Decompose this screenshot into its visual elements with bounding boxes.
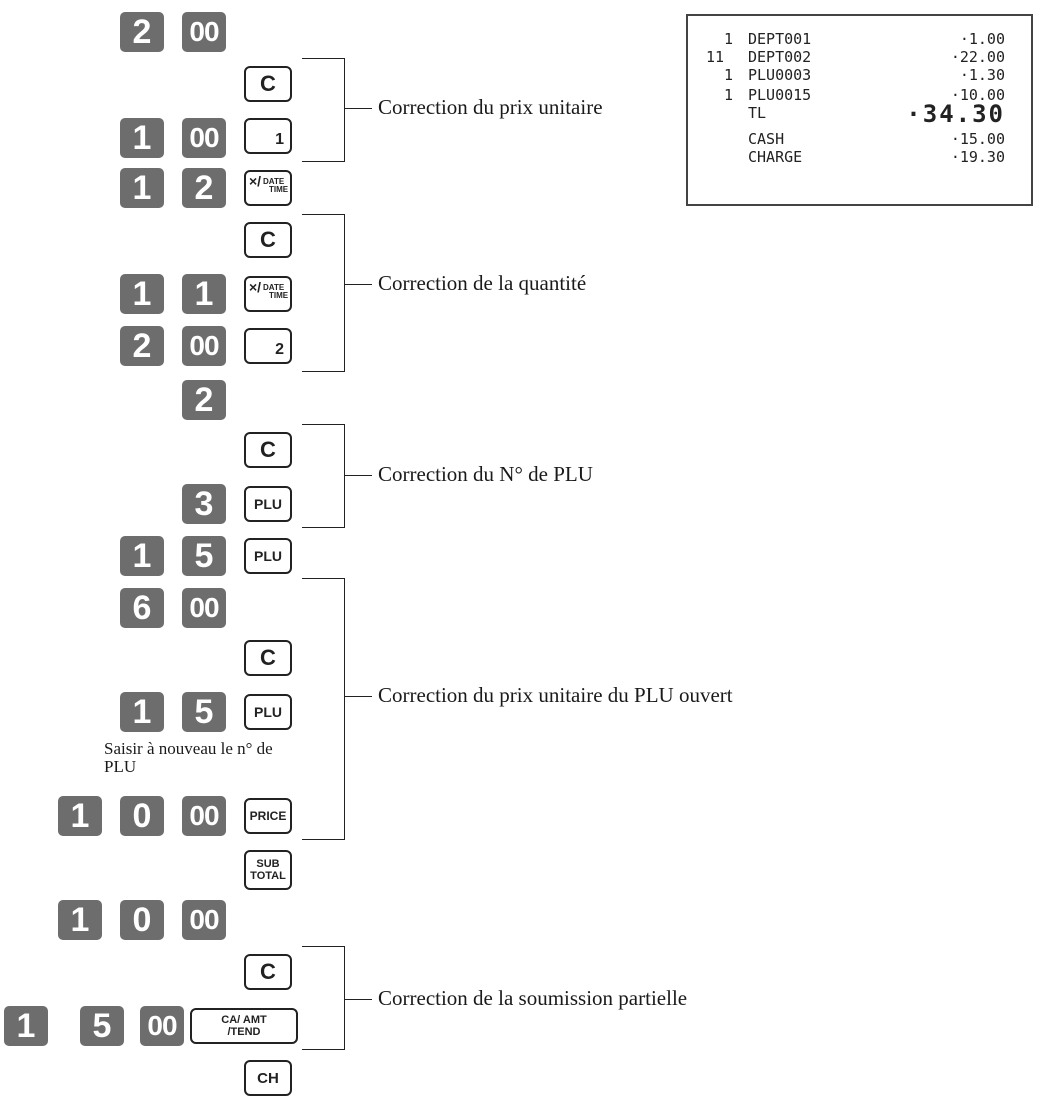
subtotal-key: SUB TOTAL — [244, 850, 292, 890]
receipt-item-amount: ·1.30 — [959, 66, 1005, 84]
receipt-item-amount: ·10.00 — [950, 86, 1005, 104]
key-5: 5 — [80, 1006, 124, 1046]
receipt-item-amount: ·1.00 — [959, 30, 1005, 48]
key-1: 1 — [120, 118, 164, 158]
key-00: 00 — [140, 1006, 184, 1046]
multiply-symbol: ×/ — [249, 173, 262, 189]
key-2: 2 — [182, 168, 226, 208]
price-key: PRICE — [244, 798, 292, 834]
label-unit-price-correction: Correction du prix unitaire — [378, 95, 603, 119]
bracket-partial-tender — [302, 946, 345, 1050]
key-1: 1 — [182, 274, 226, 314]
bracket-open-plu-price — [302, 578, 345, 840]
key-3: 3 — [182, 484, 226, 524]
key-00: 00 — [182, 12, 226, 52]
note-reenter-plu: Saisir à nouveau le n° de PLU — [104, 739, 273, 776]
label-plu-number-correction: Correction du N° de PLU — [378, 462, 593, 486]
receipt-item-name: DEPT002 — [748, 48, 812, 66]
clear-key: C — [244, 640, 292, 676]
key-00: 00 — [182, 796, 226, 836]
receipt-cash-label: CASH — [748, 130, 785, 148]
receipt-item-name: DEPT001 — [748, 30, 812, 48]
clear-key: C — [244, 954, 292, 990]
date-label: DATE — [263, 283, 285, 292]
clear-key: C — [244, 222, 292, 258]
multiply-date-time-key: ×/ DATE TIME — [244, 170, 292, 206]
key-6: 6 — [120, 588, 164, 628]
tick-partial-tender — [344, 999, 372, 1000]
clear-key: C — [244, 432, 292, 468]
ca-label-bottom: /TEND — [227, 1026, 261, 1038]
tick-quantity — [344, 284, 372, 285]
key-1: 1 — [120, 274, 164, 314]
charge-key: CH — [244, 1060, 292, 1096]
key-1: 1 — [58, 900, 102, 940]
receipt-qty: 1 — [724, 30, 734, 48]
receipt-item-name: PLU0003 — [748, 66, 812, 84]
receipt-total-amount: ·34.30 — [906, 100, 1005, 128]
key-0: 0 — [120, 796, 164, 836]
multiply-date-time-key: ×/ DATE TIME — [244, 276, 292, 312]
receipt-item-name: PLU0015 — [748, 86, 812, 104]
key-1: 1 — [120, 536, 164, 576]
key-5: 5 — [182, 536, 226, 576]
bracket-quantity — [302, 214, 345, 372]
key-00: 00 — [182, 326, 226, 366]
subtotal-label-top: SUB — [256, 858, 280, 870]
receipt-charge-amount: ·19.30 — [950, 148, 1005, 166]
key-1: 1 — [4, 1006, 48, 1046]
department-key-2: 2 — [244, 328, 292, 364]
key-5: 5 — [182, 692, 226, 732]
bracket-plu-number — [302, 424, 345, 528]
key-2: 2 — [120, 326, 164, 366]
receipt-qty: 1 — [724, 66, 734, 84]
multiply-symbol: ×/ — [249, 279, 262, 295]
cash-amount-tendered-key: CA/ AMT /TEND — [190, 1008, 298, 1044]
time-label: TIME — [269, 291, 289, 300]
key-1: 1 — [120, 692, 164, 732]
receipt-printout: 1 DEPT001 ·1.00 11 DEPT002 ·22.00 1 PLU0… — [686, 14, 1033, 206]
receipt-charge-label: CHARGE — [748, 148, 803, 166]
key-00: 00 — [182, 588, 226, 628]
label-quantity-correction: Correction de la quantité — [378, 271, 587, 295]
tick-unit-price — [344, 108, 372, 109]
key-1: 1 — [58, 796, 102, 836]
receipt-qty: 11 — [706, 48, 725, 66]
key-2: 2 — [182, 380, 226, 420]
time-label: TIME — [269, 185, 289, 194]
key-00: 00 — [182, 118, 226, 158]
label-partial-tender-correction: Correction de la soumission partielle — [378, 986, 688, 1010]
subtotal-label-bottom: TOTAL — [250, 870, 286, 882]
label-open-plu-price-correction: Correction du prix unitaire du PLU ouver… — [378, 683, 733, 707]
key-00: 00 — [182, 900, 226, 940]
key-1: 1 — [120, 168, 164, 208]
department-key-1: 1 — [244, 118, 292, 154]
receipt-item-amount: ·22.00 — [950, 48, 1005, 66]
key-2: 2 — [120, 12, 164, 52]
tick-open-plu-price — [344, 696, 372, 697]
date-label: DATE — [263, 177, 285, 186]
clear-key: C — [244, 66, 292, 102]
key-0: 0 — [120, 900, 164, 940]
plu-key: PLU — [244, 694, 292, 730]
tick-plu-number — [344, 475, 372, 476]
plu-key: PLU — [244, 486, 292, 522]
ca-label-top: CA/ AMT — [221, 1014, 267, 1026]
receipt-qty: 1 — [724, 86, 734, 104]
receipt-total-label: TL — [748, 104, 767, 122]
receipt-cash-amount: ·15.00 — [950, 130, 1005, 148]
bracket-unit-price — [302, 58, 345, 162]
plu-key: PLU — [244, 538, 292, 574]
